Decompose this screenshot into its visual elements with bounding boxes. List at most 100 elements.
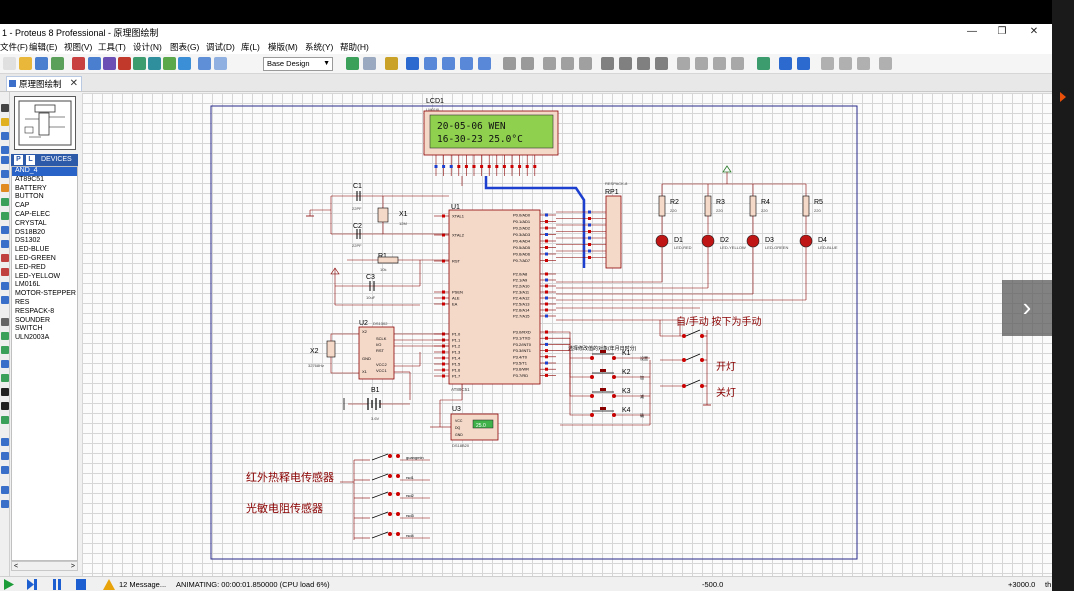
menu-tools[interactable]: 工具(T) (98, 42, 126, 52)
grid-icon[interactable] (363, 57, 376, 70)
rotate-cw-icon[interactable] (1, 438, 9, 446)
rotate-ccw-icon[interactable] (1, 452, 9, 460)
device-item[interactable]: DS18B20 (15, 228, 45, 236)
remove-sheet-icon[interactable] (839, 57, 852, 70)
stop-icon[interactable] (75, 579, 87, 590)
tab-schematic[interactable]: 原理图绘制 ✕ (6, 76, 82, 91)
device-item[interactable]: LED-YELLOW (15, 272, 61, 280)
property-assign-icon[interactable] (797, 57, 810, 70)
arc-icon[interactable] (1, 360, 9, 368)
b1-battery[interactable]: B1 3.6V (343, 387, 410, 421)
pause-icon[interactable] (51, 579, 63, 590)
packaging-icon[interactable] (713, 57, 726, 70)
schematic-icon[interactable] (88, 57, 101, 70)
make-device-icon[interactable] (695, 57, 708, 70)
wire-autorouter-icon[interactable] (757, 57, 770, 70)
device-item[interactable]: LED-BLUE (15, 246, 50, 254)
wire-label-icon[interactable] (1, 146, 9, 154)
pan-icon[interactable] (406, 57, 419, 70)
zoom-in-icon[interactable] (424, 57, 437, 70)
decompose-icon[interactable] (731, 57, 744, 70)
block-copy-icon[interactable] (601, 57, 614, 70)
voltage-probe-icon[interactable] (1, 268, 9, 276)
redo-icon[interactable] (521, 57, 534, 70)
design-explorer-icon[interactable] (148, 57, 161, 70)
line-icon[interactable] (1, 318, 9, 326)
menu-edit[interactable]: 编辑(E) (29, 42, 58, 52)
device-item[interactable]: LED-GREEN (15, 254, 56, 262)
menu-system[interactable]: 系统(Y) (305, 42, 334, 52)
maximize-button[interactable]: ❐ (997, 26, 1007, 37)
lcd-module[interactable]: LCD1 LM016L 20-05-06 WEN 16-30-23 25.0°C (423, 98, 559, 186)
pick-device-icon[interactable] (677, 57, 690, 70)
reset-circuit[interactable]: R1 10k C3 10uF (330, 253, 449, 306)
3d-icon[interactable] (118, 57, 131, 70)
play-icon[interactable] (3, 579, 15, 590)
overview-window[interactable] (14, 96, 76, 150)
block-move-icon[interactable] (619, 57, 632, 70)
menu-help[interactable]: 帮助(H) (340, 42, 369, 52)
box-icon[interactable] (1, 332, 9, 340)
device-pins-icon[interactable] (1, 212, 9, 220)
bom-icon[interactable] (163, 57, 176, 70)
open-folder-icon[interactable] (19, 57, 32, 70)
device-item[interactable]: CAP-ELEC (15, 210, 51, 218)
copy-icon[interactable] (561, 57, 574, 70)
tape-recorder-icon[interactable] (1, 240, 9, 248)
menu-file[interactable]: 文件(F) (0, 42, 28, 52)
text-script-icon[interactable] (1, 156, 9, 164)
virtual-instruments-icon[interactable] (1, 296, 9, 304)
text-icon[interactable] (1, 388, 9, 396)
mirror-x-icon[interactable] (1, 486, 9, 494)
device-item[interactable]: AND_4 (12, 167, 77, 176)
new-file-icon[interactable] (3, 57, 16, 70)
device-item[interactable]: SWITCH (15, 325, 43, 333)
led-section[interactable]: R2220D1LED-REDR3220D2LED-YELLOWR4220D3LE… (556, 165, 838, 301)
marker-icon[interactable] (1, 416, 9, 424)
device-list-scrollbar[interactable]: < > (11, 561, 78, 571)
device-item[interactable]: CRYSTAL (15, 219, 47, 227)
undo-icon[interactable] (503, 57, 516, 70)
device-item[interactable]: MOTOR-STEPPER (15, 290, 76, 298)
crystal-circuit[interactable]: C1 22PF C2 22PF X1 12M (306, 183, 449, 248)
symbol-icon[interactable] (1, 402, 9, 410)
bus-mode-icon[interactable] (1, 170, 9, 178)
device-item[interactable]: ULN2003A (15, 334, 50, 342)
zoom-area-icon[interactable] (478, 57, 491, 70)
menu-library[interactable]: 库(L) (241, 42, 260, 52)
device-item[interactable]: BUTTON (15, 193, 44, 201)
new-sheet-icon[interactable] (821, 57, 834, 70)
exit-parent-icon[interactable] (857, 57, 870, 70)
origin-icon[interactable] (385, 57, 398, 70)
selection-mode-icon[interactable] (1, 104, 9, 112)
rp1-respack[interactable]: RESPACK-8 RP1 (556, 181, 628, 269)
path-icon[interactable] (1, 374, 9, 382)
expand-arrow-icon[interactable] (1060, 92, 1066, 102)
generator-icon[interactable] (1, 254, 9, 262)
paste-icon[interactable] (579, 57, 592, 70)
scroll-left-icon[interactable]: < (14, 563, 19, 570)
import-icon[interactable] (51, 57, 64, 70)
save-icon[interactable] (35, 57, 48, 70)
menu-graph[interactable]: 图表(G) (170, 42, 200, 52)
zoom-out-icon[interactable] (442, 57, 455, 70)
u1-mcu[interactable]: U1 AT89C51 XTAL1XTAL2RSTPSENALEEAP1.0P1.… (434, 204, 556, 392)
sensor-switches[interactable]: 红外热释电传感器 光敏电阻传感器 guangminrsd1rsd2rsd3rsd… (246, 453, 430, 540)
block-delete-icon[interactable] (655, 57, 668, 70)
menu-view[interactable]: 视图(V) (64, 42, 93, 52)
device-item[interactable]: DS1302 (15, 237, 41, 245)
source-code-icon[interactable] (178, 57, 191, 70)
block-rotate-icon[interactable] (637, 57, 650, 70)
pdf-icon[interactable] (214, 57, 227, 70)
pick-device-button[interactable]: P (14, 155, 23, 165)
device-item[interactable]: LM016L (15, 281, 41, 289)
device-item[interactable]: CAP (15, 202, 30, 210)
menu-design[interactable]: 设计(N) (133, 42, 162, 52)
scroll-right-icon[interactable]: > (70, 563, 75, 570)
device-item[interactable]: RES (15, 298, 30, 306)
subcircuit-icon[interactable] (1, 184, 9, 192)
refresh-icon[interactable] (346, 57, 359, 70)
library-button[interactable]: L (26, 155, 35, 165)
